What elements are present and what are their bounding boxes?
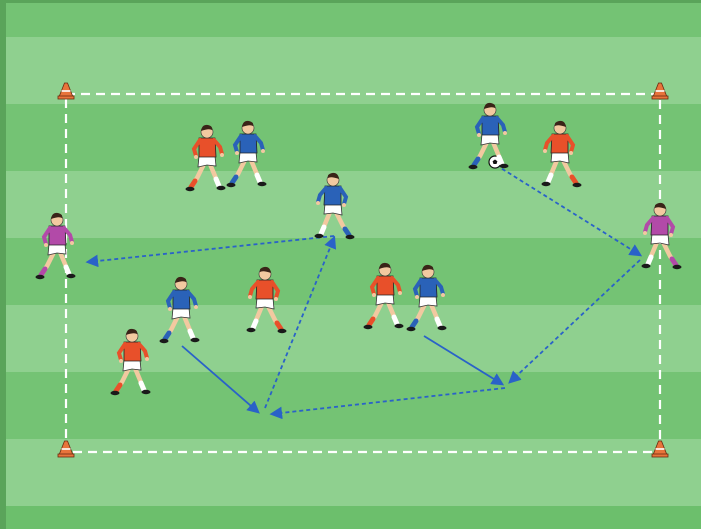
players — [35, 102, 682, 396]
grass-stripe — [0, 104, 701, 171]
red-player-icon — [541, 120, 582, 188]
field-top-edge — [0, 0, 701, 3]
grass-stripe — [0, 37, 701, 104]
goalkeeper-player-icon — [35, 212, 76, 280]
red-player-icon — [246, 266, 287, 334]
pass-arrow — [495, 164, 643, 257]
cone-icon — [651, 82, 669, 100]
field-left-edge — [0, 0, 6, 529]
blue-player-icon — [406, 264, 447, 332]
blue-player-icon — [159, 276, 200, 344]
pass-arrow — [85, 235, 335, 268]
goalkeeper-player-icon — [641, 202, 682, 270]
cone-icon — [57, 82, 75, 100]
grass-stripe — [0, 0, 701, 37]
grass-stripe — [0, 305, 701, 372]
pass-arrow — [264, 235, 337, 409]
grass-stripe — [0, 439, 701, 506]
pass-arrow — [508, 259, 641, 384]
cone-icon — [57, 440, 75, 458]
blue-player-icon — [226, 120, 267, 188]
red-player-icon — [363, 262, 404, 330]
blue-player-icon — [314, 172, 355, 240]
blue-player-icon — [468, 102, 509, 170]
pass-arrows — [85, 164, 643, 420]
cone-icon — [651, 440, 669, 458]
grass-stripe — [0, 171, 701, 238]
red-player-icon — [110, 328, 151, 396]
run-arrow — [181, 345, 260, 414]
run-arrow — [423, 335, 505, 386]
grass-stripes — [0, 0, 701, 506]
red-player-icon — [185, 124, 226, 192]
grass-stripe — [0, 238, 701, 305]
